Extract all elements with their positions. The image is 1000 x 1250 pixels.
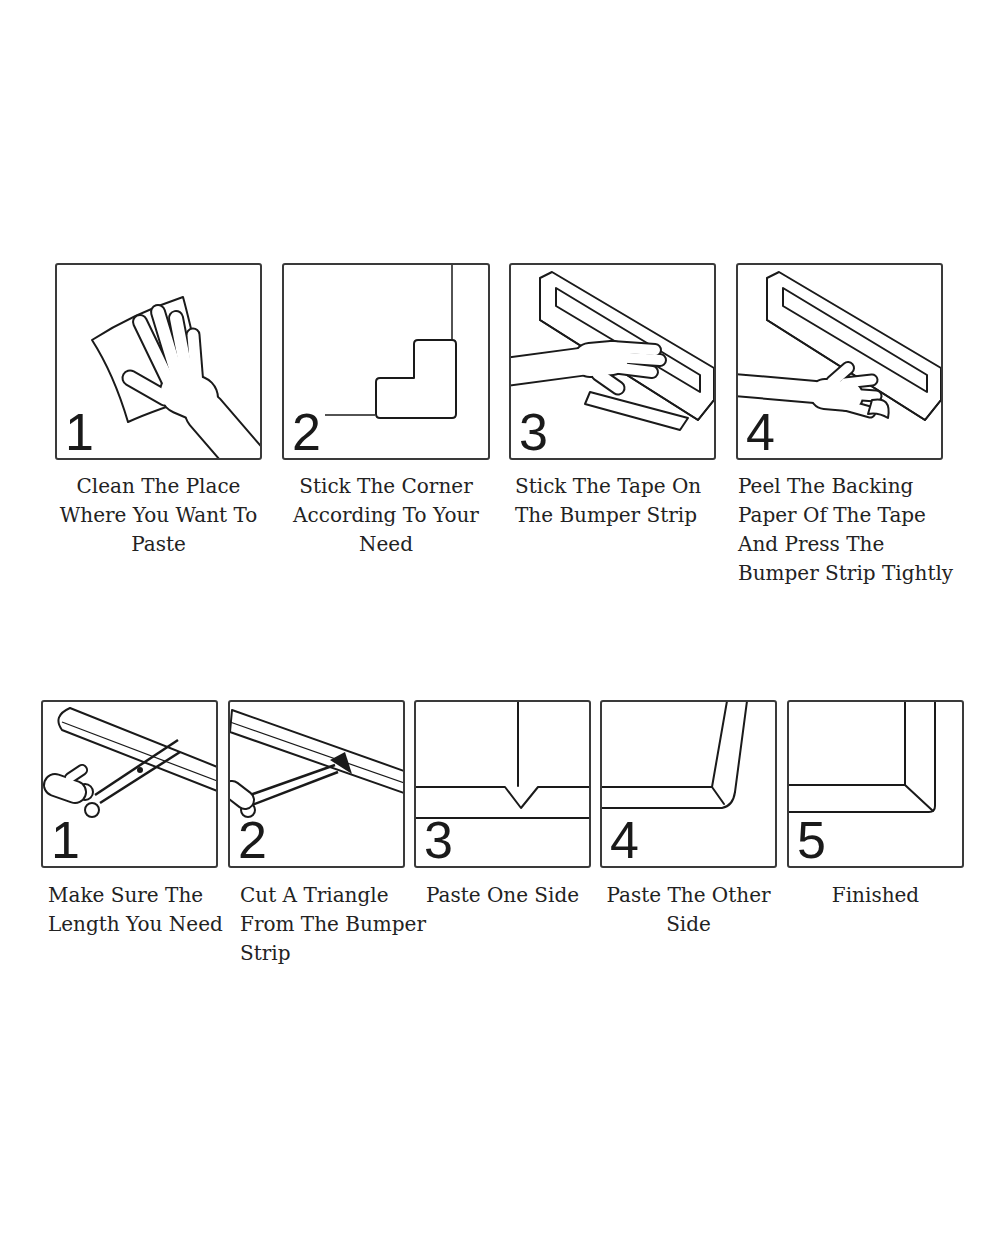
step-panel: 1Clean The Place Where You Want To Paste	[55, 263, 262, 460]
step-caption: Peel The Backing Paper Of The Tape And P…	[738, 472, 960, 588]
strip-edge	[230, 722, 404, 784]
step-caption: Clean The Place Where You Want To Paste	[51, 472, 266, 559]
arm	[510, 362, 580, 372]
step-panel: 2Stick The Corner According To Your Need	[282, 263, 490, 460]
step-number: 1	[51, 814, 80, 866]
finished-corner	[788, 701, 935, 812]
wall-edge	[325, 414, 375, 416]
finger	[614, 357, 660, 360]
backing-paper	[868, 399, 889, 418]
bumper-strip	[230, 710, 404, 794]
step-number: 2	[292, 406, 321, 458]
step-panel: 3Stick The Tape On The Bumper Strip	[509, 263, 716, 460]
scissor-blade	[100, 752, 180, 803]
finger	[612, 367, 652, 372]
finger	[612, 367, 652, 372]
strip-top	[601, 786, 712, 788]
peel-strip	[737, 272, 941, 420]
corner-guard	[325, 264, 456, 418]
step-panel: 3Paste One Side	[414, 700, 591, 868]
wrist	[205, 412, 255, 459]
finger	[845, 405, 870, 412]
step-panel: 4Peel The Backing Paper Of The Tape And …	[736, 263, 943, 460]
step-caption: Paste The Other Side	[594, 881, 784, 939]
thumb	[130, 378, 165, 398]
step-number: 3	[424, 814, 453, 866]
hand	[55, 785, 75, 792]
strip-edge	[767, 320, 941, 420]
step-caption: Paste One Side	[403, 881, 603, 910]
one-side	[415, 701, 590, 818]
finger	[845, 380, 872, 383]
finger	[848, 394, 876, 396]
step-panel: 4Paste The Other Side	[600, 700, 777, 868]
palm	[590, 358, 612, 360]
scissor-pivot	[137, 767, 143, 773]
palm	[590, 358, 612, 360]
arm	[737, 385, 815, 392]
corner-seam	[905, 785, 933, 811]
arm	[737, 385, 815, 392]
arm	[510, 362, 580, 372]
wiping-hand	[92, 297, 255, 459]
hand	[232, 790, 245, 800]
step-number: 3	[519, 406, 548, 458]
hand	[55, 785, 75, 792]
step-number: 1	[65, 406, 94, 458]
step-number: 4	[746, 406, 775, 458]
step-caption: Stick The Corner According To Your Need	[279, 472, 494, 559]
step-number: 2	[238, 814, 267, 866]
measure-strip	[55, 708, 217, 817]
finger	[845, 405, 870, 412]
triangle-cut	[330, 752, 352, 774]
strip-bottom	[601, 792, 735, 808]
corner-piece	[376, 340, 456, 418]
scissor-handle	[233, 788, 247, 802]
step-caption: Stick The Tape On The Bumper Strip	[515, 472, 720, 530]
finger	[176, 318, 188, 380]
step-caption: Make Sure The Length You Need	[48, 881, 238, 939]
step-panel: 1Make Sure The Length You Need	[41, 700, 218, 868]
bumper-strip	[540, 272, 714, 420]
strip-outer	[788, 701, 935, 812]
thumb	[832, 368, 848, 382]
wall-edge	[451, 264, 453, 340]
step-caption: Finished	[787, 881, 964, 910]
scissor-handle	[85, 803, 99, 817]
cut-strip	[230, 710, 404, 817]
thumb	[598, 374, 618, 388]
strip-edge	[62, 722, 217, 782]
finger	[845, 380, 872, 383]
tape-paper	[585, 392, 688, 430]
scissor-blade	[252, 772, 338, 805]
step-number: 4	[610, 814, 639, 866]
step-panel: 2Cut A Triangle From The Bumper Strip	[228, 700, 405, 868]
finger	[848, 394, 876, 396]
step-number: 5	[797, 814, 826, 866]
finger	[70, 770, 82, 778]
step-panel: 5Finished	[787, 700, 964, 868]
other-side	[601, 701, 747, 808]
wrist	[205, 412, 255, 459]
strip-edge	[712, 701, 727, 787]
strip-groove	[783, 288, 927, 392]
thumb	[598, 374, 618, 388]
corner-seam	[712, 787, 724, 804]
scissor-blade	[95, 740, 178, 795]
hand	[232, 790, 245, 800]
step-caption: Cut A Triangle From The Bumper Strip	[240, 881, 434, 968]
thumb	[130, 378, 165, 398]
finger	[70, 770, 82, 778]
strip-edge	[735, 701, 747, 792]
wall-corner	[517, 701, 519, 786]
finger	[612, 347, 655, 350]
strip-inner	[788, 701, 905, 785]
finger	[614, 357, 660, 360]
finger	[612, 347, 655, 350]
strip-top	[415, 787, 590, 808]
